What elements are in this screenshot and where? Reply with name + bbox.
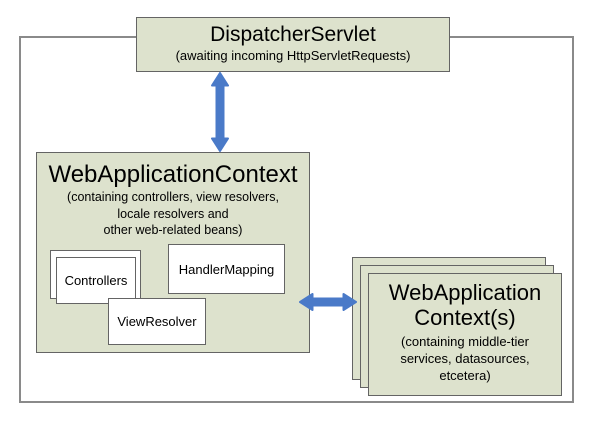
middle-tier-subtitle-line-2: services, datasources, (400, 351, 530, 366)
dispatcher-servlet-title: DispatcherServlet (210, 23, 376, 46)
middle-tier-subtitle-line-3: etcetera) (439, 368, 491, 383)
web-application-context-box: WebApplicationContext (containing contro… (36, 152, 310, 353)
vertical-bidirectional-arrow-icon (211, 72, 229, 152)
horizontal-bidirectional-arrow-icon (299, 293, 357, 311)
web-context-subtitle-line-3: other web-related beans) (103, 223, 243, 237)
web-context-subtitle-line-2: locale resolvers and (117, 206, 229, 221)
middle-tier-subtitle-line-1: (containing middle-tier (401, 334, 529, 349)
middle-tier-title-line-2: Context(s) (414, 305, 516, 330)
dispatcher-servlet-subtitle: (awaiting incoming HttpServletRequests) (175, 48, 411, 63)
controllers-box: Controllers (56, 257, 136, 304)
handler-mapping-box: HandlerMapping (168, 244, 285, 294)
web-context-subtitle-line-1: (containing controllers, view resolvers, (67, 190, 279, 204)
middle-tier-context-box: WebApplication Context(s) (containing mi… (368, 273, 562, 396)
controllers-label: Controllers (64, 273, 128, 288)
handler-mapping-label: HandlerMapping (178, 261, 275, 277)
middle-tier-title-line-1: WebApplication (388, 280, 542, 305)
web-application-context-title: WebApplicationContext (48, 161, 298, 188)
view-resolver-box: ViewResolver (108, 298, 206, 345)
dispatcher-servlet-box: DispatcherServlet (awaiting incoming Htt… (136, 17, 450, 72)
view-resolver-label: ViewResolver (117, 314, 197, 329)
